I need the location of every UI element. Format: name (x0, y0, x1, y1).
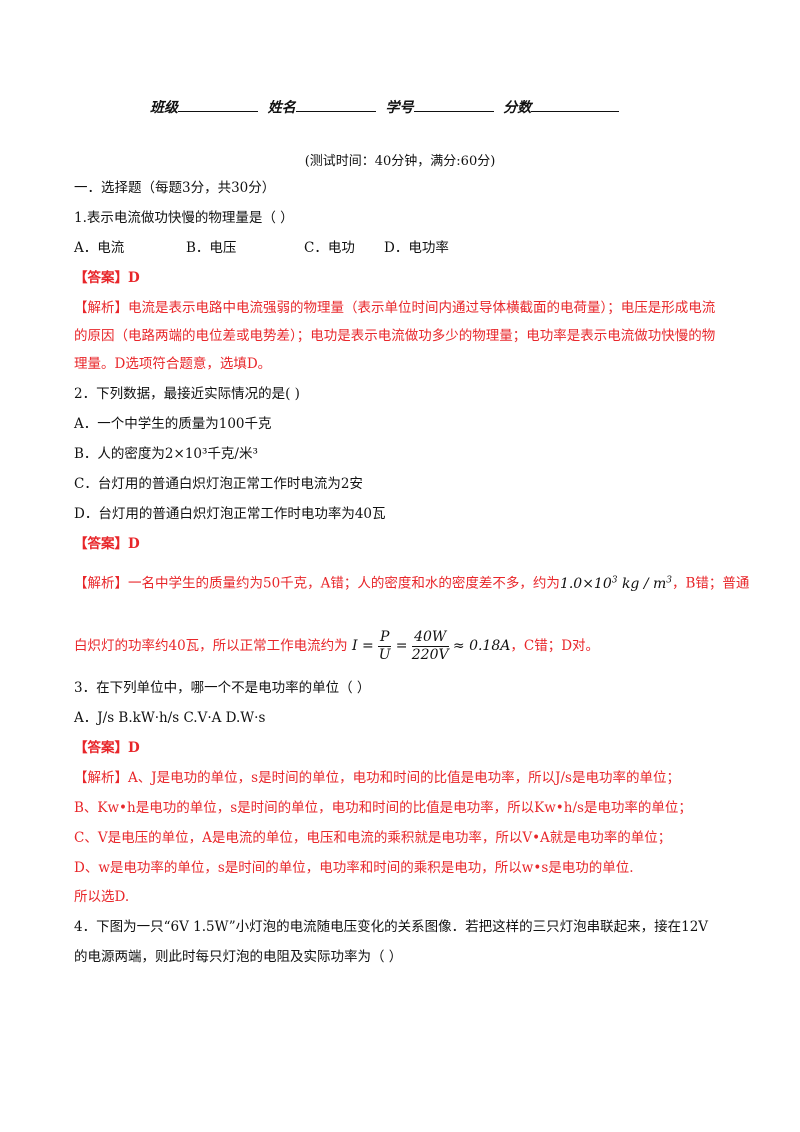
q2-option-a: A．一个中学生的质量为100千克 (74, 416, 272, 432)
q3-analysis-line: C、V是电压的单位，A是电流的单位，电压和电流的乘积就是电功率，所以V•A就是电… (74, 830, 672, 846)
q3-options: A．J/s B.kW·h/s C.V·A D.W·s (74, 710, 266, 726)
q2-analysis-text: 白炽灯的功率约40瓦，所以正常工作电流约为 (74, 638, 348, 654)
q2-analysis-line1: 【解析】一名中学生的质量约为50千克，A错；人的密度和水的密度差不多，约为1.0… (74, 570, 749, 594)
q2-analysis-text: ，B错；普通 (672, 575, 750, 592)
q1-stem: 1.表示电流做功快慢的物理量是（ ） (74, 210, 294, 226)
name-blank[interactable] (295, 97, 376, 112)
density-exp: 3 (611, 575, 618, 585)
section-title: 一．选择题（每题3分，共30分） (74, 180, 276, 196)
q1-options: A．电流 B．电压 C．电功 D．电功率 (74, 238, 449, 258)
q3-analysis-line: B、Kw•h是电功的单位，s是时间的单位，电功和时间的比值是电功率，所以Kw•h… (74, 800, 692, 816)
student-info-header: 班级 姓名 学号 分数 (150, 97, 620, 117)
q2-option-d: D．台灯用的普通白炽灯泡正常工作时电功率为40瓦 (74, 506, 386, 522)
density-unit-exp: 3 (666, 575, 673, 585)
test-info: (测试时间：40分钟，满分:60分) (304, 154, 496, 169)
formula-eq: = (395, 638, 408, 654)
score-blank[interactable] (531, 97, 620, 112)
formula-lhs: I = (351, 638, 374, 654)
fraction-denominator: 220V (411, 647, 449, 663)
number-label: 学号 (385, 100, 414, 116)
q2-option-b: B．人的密度为2×10³千克/米³ (74, 446, 258, 462)
q1-answer: 【答案】D (74, 270, 140, 286)
density-unit: kg / m (621, 575, 667, 592)
q4-stem-line: 的电源两端，则此时每只灯泡的电阻及实际功率为（ ） (74, 949, 403, 965)
fraction-numerator: P (378, 629, 392, 647)
q2-analysis-text: 【解析】一名中学生的质量约为50千克，A错；人的密度和水的密度差不多，约为 (74, 575, 560, 592)
formula-approx: ≈ 0.18A (452, 638, 511, 654)
q1-option-b: B．电压 (186, 240, 237, 256)
name-label: 姓名 (267, 100, 296, 116)
density-value: 1.0×10 (559, 575, 612, 592)
q1-option-c: C．电功 (304, 240, 355, 256)
class-label: 班级 (150, 100, 178, 116)
q3-analysis-line: D、w是电功率的单位，s是时间的单位，电功率和时间的乘积是电功，所以w•s是电功… (74, 860, 634, 876)
q2-answer: 【答案】D (74, 536, 140, 552)
density-formula: 1.0×103 kg / m3 (559, 575, 673, 592)
fraction-numerator: 40W (411, 629, 449, 647)
q3-analysis-line: 【解析】A、J是电功的单位，s是时间的单位，电功和时间的比值是电功率，所以J/s… (74, 770, 680, 786)
fraction-denominator: U (378, 647, 391, 663)
q2-stem: 2．下列数据，最接近实际情况的是( ) (74, 386, 300, 402)
q3-stem: 3．在下列单位中，哪一个不是电功率的单位（ ） (74, 680, 371, 696)
q3-analysis-line: 所以选D. (74, 889, 130, 905)
class-blank[interactable] (178, 97, 258, 112)
q2-option-c: C．台灯用的普通白炽灯泡正常工作时电流为2安 (74, 476, 363, 492)
q1-analysis-line: 理量。D选项符合题意，选填D。 (74, 356, 272, 372)
q2-analysis-text: ，C错；D对。 (510, 638, 600, 654)
q1-option-d: D．电功率 (384, 240, 449, 256)
q1-option-a: A．电流 (74, 240, 125, 256)
score-label: 分数 (503, 100, 532, 116)
q3-answer: 【答案】D (74, 740, 140, 756)
q1-analysis-line: 的原因（电路两端的电位差或电势差）；电功是表示电流做功多少的物理量；电功率是表示… (74, 328, 716, 344)
number-blank[interactable] (413, 97, 494, 112)
q1-analysis-line: 【解析】电流是表示电路中电流强弱的物理量（表示单位时间内通过导体横截面的电荷量）… (74, 300, 716, 316)
q4-stem-line: 4．下图为一只“6V 1.5W”小灯泡的电流随电压变化的关系图像．若把这样的三只… (74, 919, 709, 935)
